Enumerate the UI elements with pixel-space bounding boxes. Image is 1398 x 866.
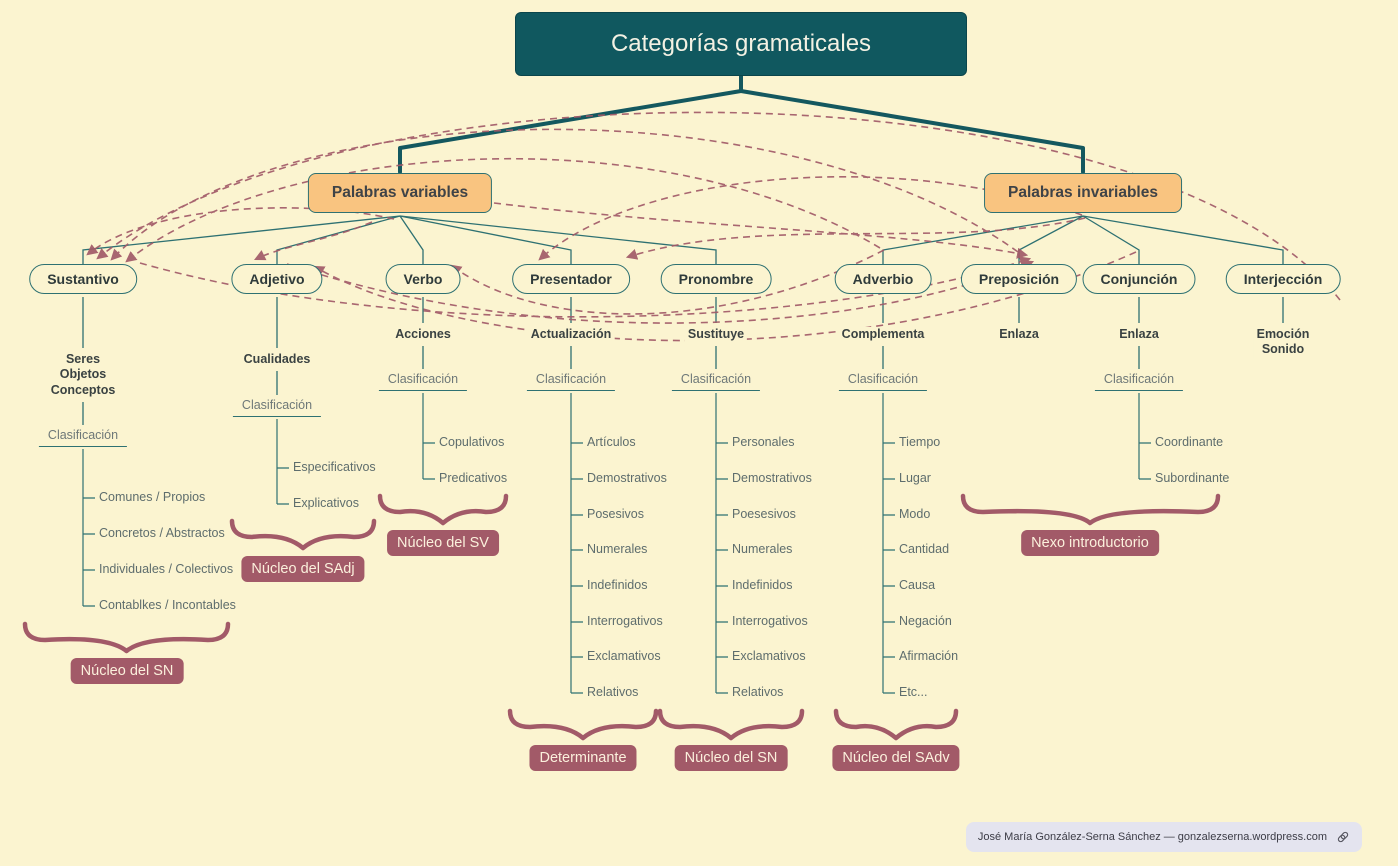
list-item: Interrogativos [587, 614, 663, 628]
list-item: Cantidad [899, 542, 950, 556]
list-item: Coordinante [1155, 435, 1224, 449]
list-item: Modo [899, 507, 931, 521]
classification-header: Clasificación [232, 398, 322, 417]
function-label: Enlaza [1116, 327, 1162, 343]
list-item: Demostrativos [587, 471, 667, 485]
function-label: Enlaza [996, 327, 1042, 343]
badge-nucleo-sn-sustantivo: Núcleo del SN [70, 658, 184, 684]
function-label: Cualidades [240, 352, 314, 368]
function-label: Actualización [527, 327, 615, 343]
link-icon [1337, 831, 1349, 843]
list-item: Explicativos [293, 496, 359, 510]
badge-nucleo-sv: Núcleo del SV [387, 530, 499, 556]
list-item: Posesivos [587, 507, 644, 521]
node-preposicion: Preposición [960, 264, 1078, 294]
branch-palabras-variables: Palabras variables [307, 173, 493, 213]
list-item: Exclamativos [732, 649, 806, 663]
list-item: Afirmación [899, 649, 959, 663]
attribution-link[interactable]: José María González-Serna Sánchez — gonz… [965, 822, 1362, 852]
list-item: Interrogativos [732, 614, 808, 628]
badge-nucleo-sn-pronombre: Núcleo del SN [674, 745, 788, 771]
list-item: Lugar [899, 471, 931, 485]
node-pronombre: Pronombre [660, 264, 772, 294]
node-conjuncion: Conjunción [1082, 264, 1196, 294]
list-item: Demostrativos [732, 471, 812, 485]
node-presentador: Presentador [512, 264, 630, 294]
list-item: Tiempo [899, 435, 941, 449]
list-item: Copulativos [439, 435, 505, 449]
classification-header: Clasificación [526, 372, 616, 391]
main-tree-lines [398, 72, 1085, 174]
list-item: Relativos [732, 685, 784, 699]
column-stem-lines [82, 297, 1284, 425]
page-title: Categorías gramaticales [515, 12, 967, 76]
list-item: Contablkes / Incontables [99, 598, 236, 612]
list-item: Negación [899, 614, 952, 628]
list-item: Subordinante [1155, 471, 1230, 485]
node-verbo: Verbo [385, 264, 461, 294]
function-label: Emoción Sonido [1253, 327, 1313, 358]
list-item: Indefinidos [587, 578, 648, 592]
list-item: Numerales [732, 542, 793, 556]
function-label: Seres Objetos Conceptos [47, 352, 119, 398]
list-item: Concretos / Abstractos [99, 526, 225, 540]
node-adjetivo: Adjetivo [231, 264, 323, 294]
badge-nucleo-sadv: Núcleo del SAdv [832, 745, 960, 771]
classification-header: Clasificación [1094, 372, 1184, 391]
list-item: Poesesivos [732, 507, 796, 521]
node-interjeccion: Interjección [1225, 264, 1341, 294]
classification-header: Clasificación [838, 372, 928, 391]
badge-nucleo-sadj: Núcleo del SAdj [241, 556, 365, 582]
list-item: Personales [732, 435, 795, 449]
function-label: Sustituye [684, 327, 748, 343]
list-item: Causa [899, 578, 936, 592]
function-label: Complementa [838, 327, 928, 343]
list-item: Especificativos [293, 460, 376, 474]
badge-determinante: Determinante [529, 745, 637, 771]
classification-tree-lines [82, 393, 1151, 694]
list-item: Relativos [587, 685, 639, 699]
relation-dashed-arrows [86, 111, 1341, 342]
branch-fan-lines [82, 215, 1284, 264]
list-item: Numerales [587, 542, 648, 556]
function-label: Acciones [392, 327, 454, 343]
attribution-text: José María González-Serna Sánchez — gonz… [977, 831, 1327, 843]
list-item: Indefinidos [732, 578, 793, 592]
list-item: Individuales / Colectivos [99, 562, 234, 576]
branch-palabras-invariables: Palabras invariables [984, 173, 1182, 213]
brace-shapes [22, 493, 1221, 741]
list-item: Etc... [899, 685, 928, 699]
list-item: Comunes / Propios [99, 490, 206, 504]
badge-nexo-introductorio: Nexo introductorio [1021, 530, 1159, 556]
list-item: Artículos [587, 435, 636, 449]
list-item: Exclamativos [587, 649, 661, 663]
classification-header: Clasificación [38, 428, 128, 447]
classification-header: Clasificación [671, 372, 761, 391]
list-item: Predicativos [439, 471, 508, 485]
classification-header: Clasificación [378, 372, 468, 391]
node-adverbio: Adverbio [834, 264, 932, 294]
node-sustantivo: Sustantivo [29, 264, 137, 294]
